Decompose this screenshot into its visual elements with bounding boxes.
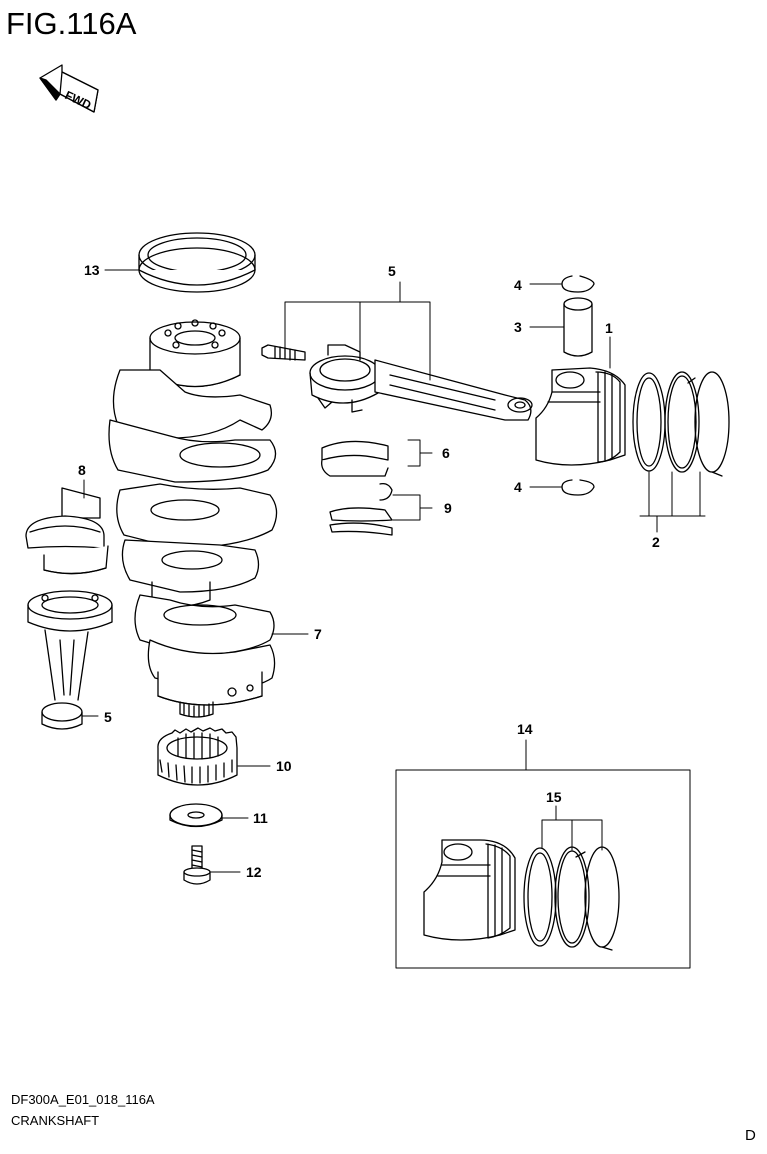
callout-4-bottom: 4 xyxy=(514,479,522,495)
drawing-code: DF300A_E01_018_116A xyxy=(11,1092,155,1107)
oil-seal-ring xyxy=(138,232,256,293)
thrust-washers xyxy=(329,482,393,536)
callout-8: 8 xyxy=(78,462,86,478)
callout-15: 15 xyxy=(546,789,562,805)
callout-2: 2 xyxy=(652,534,660,550)
figure-title: FIG.116A xyxy=(6,6,137,41)
piston-set-rings xyxy=(523,846,620,951)
piston-ring-set xyxy=(632,371,730,477)
corner-mark: D xyxy=(745,1127,756,1144)
crankshaft xyxy=(108,319,278,718)
callout-5-bottom: 5 xyxy=(104,709,112,725)
callout-6: 6 xyxy=(442,445,450,461)
piston-pin xyxy=(563,297,593,357)
fwd-arrow-icon: FWD xyxy=(39,64,99,113)
connecting-rod-main xyxy=(261,344,533,421)
circlip-lower xyxy=(561,479,595,496)
crank-gear xyxy=(157,727,238,786)
bolt xyxy=(183,845,211,885)
piston-set-piston xyxy=(423,839,516,941)
callout-10: 10 xyxy=(276,758,292,774)
piston-set-box xyxy=(395,769,691,969)
callout-1: 1 xyxy=(605,320,613,336)
leader-lines xyxy=(81,269,706,873)
section-name: CRANKSHAFT xyxy=(11,1113,100,1128)
washer xyxy=(169,803,223,828)
callout-13: 13 xyxy=(84,262,100,278)
circlip-upper xyxy=(561,275,595,293)
callout-11: 11 xyxy=(253,810,268,826)
callout-3: 3 xyxy=(514,319,522,335)
callout-5-top: 5 xyxy=(388,263,396,279)
callout-9: 9 xyxy=(444,500,452,516)
callout-14: 14 xyxy=(517,721,533,737)
conrod-bearing-halves xyxy=(321,440,389,477)
piston xyxy=(535,367,626,466)
callout-4-top: 4 xyxy=(514,277,522,293)
callout-12: 12 xyxy=(246,864,262,880)
callout-7: 7 xyxy=(314,626,322,642)
crank-bearing-set xyxy=(25,487,109,575)
connecting-rod-standalone xyxy=(27,590,113,730)
